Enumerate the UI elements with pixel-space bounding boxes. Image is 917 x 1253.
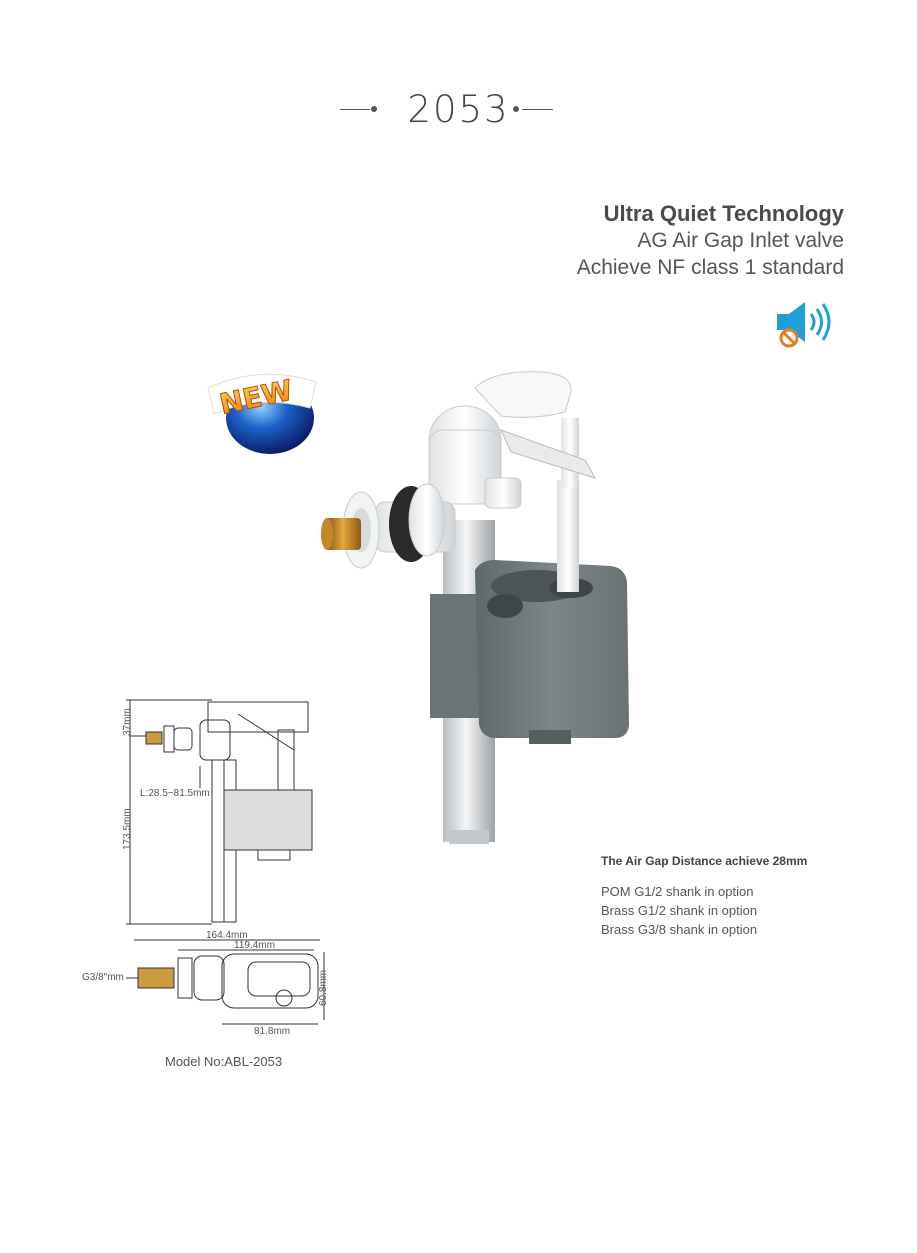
feature-block: The Air Gap Distance achieve 28mm POM G1… — [601, 854, 901, 939]
model-title: 2053 — [407, 88, 510, 131]
dim-height-top: 37mm — [122, 708, 133, 736]
new-badge: NEW — [200, 360, 322, 456]
headline-title: Ultra Quiet Technology — [603, 201, 844, 226]
header-line-right — [522, 109, 553, 110]
headline-block: Ultra Quiet Technology AG Air Gap Inlet … — [464, 200, 844, 281]
header-dot-right — [513, 106, 519, 112]
technical-drawing-side: 37mm L:28.5~81.5mm 173.5mm — [108, 690, 328, 930]
dim-depth: 60.8mm — [318, 969, 329, 1006]
dim-width-box: 81.8mm — [254, 1026, 291, 1037]
feature-item: Brass G1/2 shank in option — [601, 903, 758, 918]
headline-line-1: AG Air Gap Inlet valve — [637, 229, 844, 252]
feature-title: The Air Gap Distance achieve 28mm — [601, 854, 808, 868]
header-dot-left — [371, 106, 377, 112]
feature-item: POM G1/2 shank in option — [601, 884, 754, 899]
model-number: Model No:ABL-2053 — [165, 1054, 283, 1069]
header-line-left — [340, 109, 370, 110]
dim-length-range: L:28.5~81.5mm — [140, 788, 210, 799]
headline-line-2: Achieve NF class 1 standard — [576, 256, 844, 279]
dim-width-total: 164.4mm — [206, 930, 248, 941]
dim-height-total: 173.5mm — [122, 808, 133, 850]
page-header: 2053 — [0, 88, 917, 132]
feature-item: Brass G3/8 shank in option — [601, 922, 758, 937]
product-image — [315, 360, 675, 852]
speaker-mute-icon — [775, 300, 837, 352]
dim-thread: G3/8"mm — [82, 972, 124, 983]
technical-drawing-top: 164.4mm 119.4mm G3/8"mm 60.8mm 81.8mm — [78, 928, 338, 1043]
dim-width-body: 119.4mm — [234, 940, 275, 951]
